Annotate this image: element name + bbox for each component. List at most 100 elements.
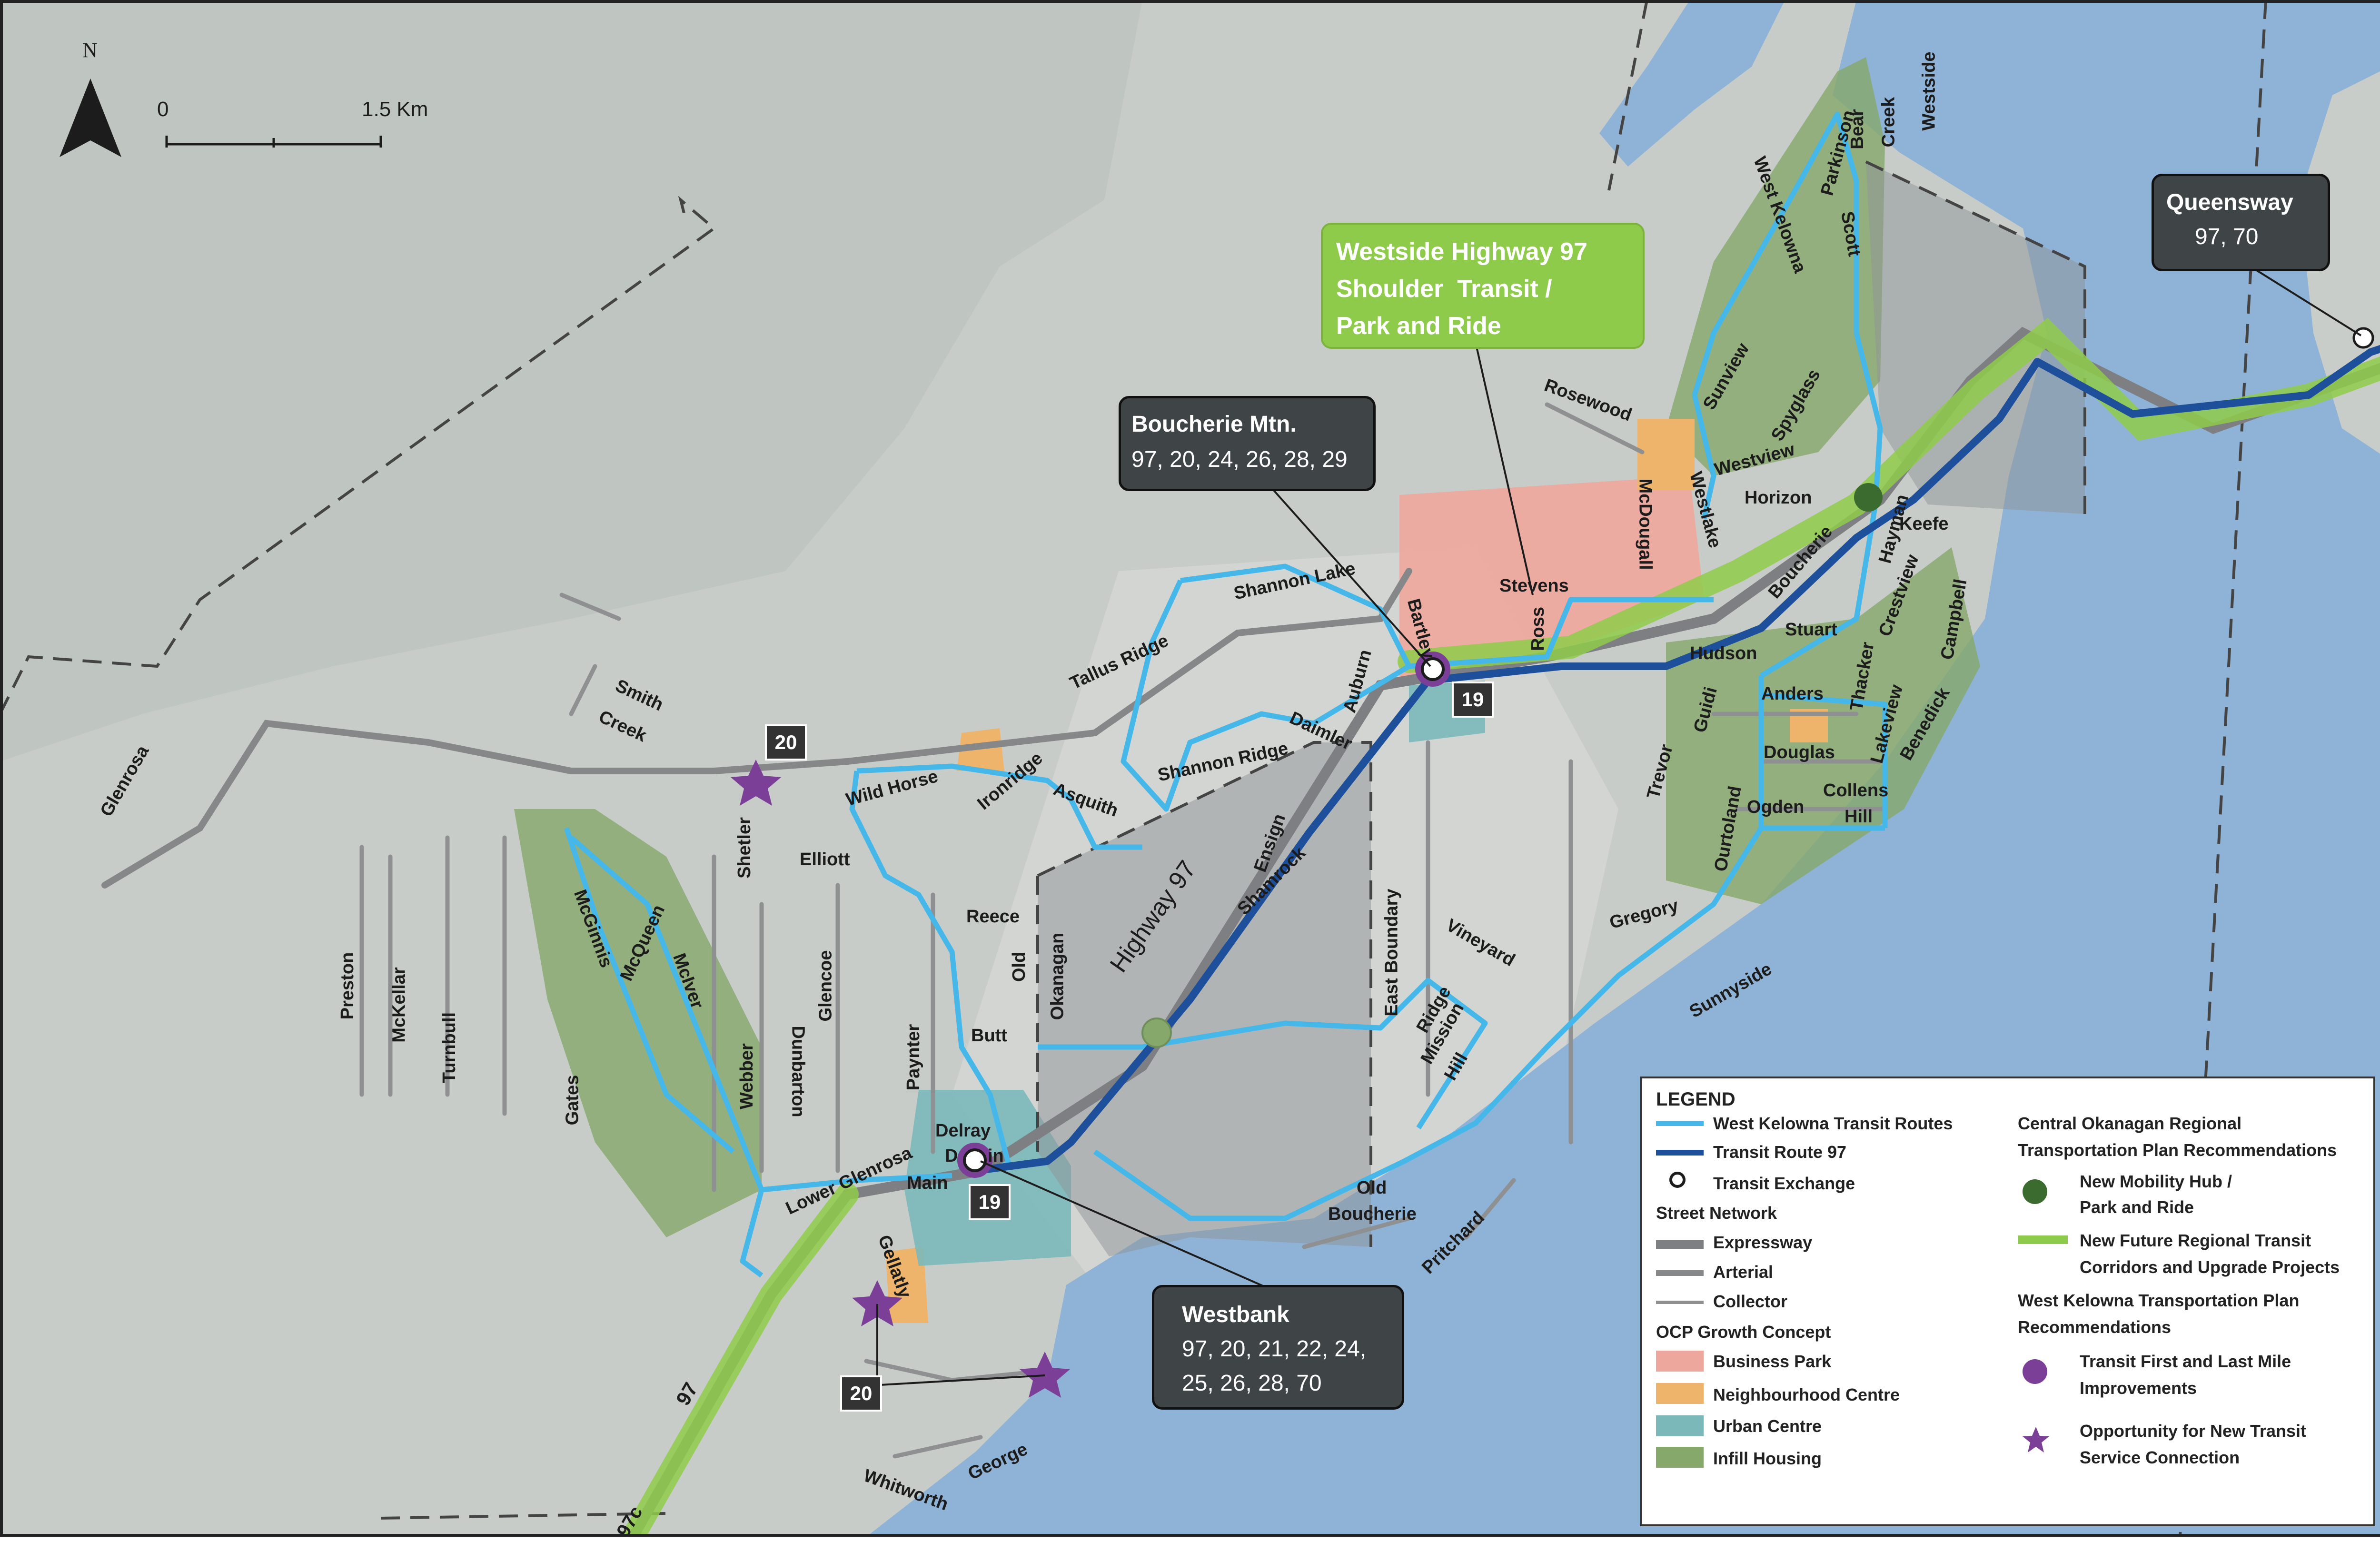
street-westview: Westview bbox=[1712, 439, 1797, 480]
street-stevens: Stevens bbox=[1499, 576, 1569, 596]
legend-wk-plan-2: Recommendations bbox=[2018, 1317, 2172, 1337]
callout-westside[interactable]: Westside Highway 97 Shoulder Transit / P… bbox=[1321, 223, 1645, 349]
new-service-stars bbox=[731, 760, 1070, 1398]
street-boucherie-south: Boucherie bbox=[1328, 1204, 1417, 1224]
legend-swatch-star-icon bbox=[2022, 1426, 2050, 1454]
route-badge-19-westbank[interactable]: 19 bbox=[969, 1184, 1011, 1220]
street-tallus-ridge: Tallus Ridge bbox=[1067, 630, 1172, 694]
street-creek-north: Creek bbox=[1878, 97, 1899, 148]
street-scott: Scott bbox=[1837, 209, 1864, 258]
street-creek-west: Creek bbox=[595, 706, 650, 746]
route-badge-20-shetler[interactable]: 20 bbox=[765, 724, 807, 761]
street-wild-horse: Wild Horse bbox=[843, 766, 941, 810]
street-shannon-ridge: Shannon Ridge bbox=[1156, 738, 1290, 786]
west-boundary bbox=[0, 1142, 667, 1537]
label-highway-97: Highway 97 bbox=[1104, 855, 1202, 978]
street-mckellar: McKellar bbox=[389, 967, 409, 1043]
route-west-loop bbox=[740, 1189, 764, 1278]
scale-line bbox=[165, 136, 382, 148]
legend-regional-2: Corridors and Upgrade Projects bbox=[2080, 1257, 2340, 1277]
north-arrow-shape bbox=[60, 79, 121, 157]
legend-urban-centre: Urban Centre bbox=[1713, 1416, 1822, 1436]
legend-exchange: Transit Exchange bbox=[1713, 1174, 1855, 1193]
street-hill: Hill bbox=[1844, 807, 1873, 827]
transit-route-97 bbox=[975, 345, 2380, 1175]
street-auburn: Auburn bbox=[1339, 647, 1376, 715]
label-h97: 97 bbox=[671, 1378, 702, 1409]
legend-swatch-mobility-hub bbox=[2023, 1179, 2047, 1204]
legend-swatch-infill-housing bbox=[1656, 1447, 1704, 1468]
route-wild-horse bbox=[849, 770, 1012, 1167]
street-stuart: Stuart bbox=[1785, 620, 1837, 640]
street-hill-2: Hill bbox=[1440, 1049, 1472, 1084]
callout-westbank[interactable]: Westbank 97, 20, 21, 22, 24, 25, 26, 28,… bbox=[1152, 1285, 1404, 1410]
street-anders: Anders bbox=[1761, 684, 1824, 704]
street-keefe: Keefe bbox=[1899, 514, 1949, 534]
legend-arterial: Arterial bbox=[1713, 1262, 1774, 1282]
legend-swatch-arterial bbox=[1656, 1270, 1704, 1276]
street-west-kelowna: West Kelowna bbox=[1749, 154, 1810, 276]
street-glenrosa: Glenrosa bbox=[96, 742, 153, 820]
legend-central-okanagan-2: Transportation Plan Recommendations bbox=[2018, 1140, 2337, 1160]
legend-mobility-hub-2: Park and Ride bbox=[2080, 1197, 2194, 1217]
street-rosewood: Rosewood bbox=[1541, 375, 1635, 425]
route-badge-20-south[interactable]: 20 bbox=[840, 1375, 882, 1412]
legend-swatch-collector bbox=[1656, 1301, 1704, 1304]
route-badge-19-boucherie[interactable]: 19 bbox=[1452, 682, 1494, 718]
star-gellatly[interactable] bbox=[852, 1280, 902, 1326]
street-ross: Ross bbox=[1527, 607, 1548, 651]
street-pritchard: Pritchard bbox=[1418, 1207, 1488, 1278]
callout-westbank-routes-2: 25, 26, 28, 70 bbox=[1182, 1371, 1322, 1396]
reserve-lands-north bbox=[1866, 162, 2085, 514]
street-webber: Webber bbox=[736, 1043, 757, 1109]
callout-boucherie-title: Boucherie Mtn. bbox=[1131, 412, 1297, 437]
callout-queensway-title: Queensway bbox=[2166, 190, 2293, 215]
street-crestview: Crestview bbox=[1874, 552, 1923, 639]
legend-route97: Transit Route 97 bbox=[1713, 1142, 1847, 1162]
legend-swatch-regional bbox=[2018, 1235, 2068, 1244]
route-mission-hill bbox=[1038, 978, 1488, 1129]
callout-queensway[interactable]: Queensway 97, 70 bbox=[2152, 174, 2330, 271]
street-dunbarton: Dunbarton bbox=[788, 1026, 808, 1117]
legend-infill-housing: Infill Housing bbox=[1713, 1449, 1822, 1468]
street-campbell: Campbell bbox=[1937, 577, 1971, 662]
street-main: Main bbox=[907, 1173, 948, 1193]
exchange-westbank-inner bbox=[963, 1148, 987, 1172]
street-delray: Delray bbox=[935, 1121, 991, 1141]
street-george: George bbox=[965, 1439, 1031, 1484]
legend-panel: LEGEND West Kelowna Transit Routes Trans… bbox=[1640, 1077, 2375, 1526]
street-lower-glenrosa: Lower Glenrosa bbox=[783, 1143, 915, 1219]
legend-neighbourhood-centre: Neighbourhood Centre bbox=[1713, 1385, 1900, 1404]
mobility-hub-marker[interactable] bbox=[1854, 483, 1883, 512]
street-gellatly: Gellatly bbox=[873, 1232, 915, 1301]
street-shetler: Shetler bbox=[734, 817, 754, 879]
legend-regional-1: New Future Regional Transit bbox=[2080, 1231, 2311, 1250]
north-label: N bbox=[82, 39, 98, 62]
arterial-glenrosa bbox=[101, 720, 851, 889]
legend-first-last-1: Transit First and Last Mile bbox=[2080, 1352, 2291, 1371]
callout-boucherie-mtn[interactable]: Boucherie Mtn. 97, 20, 24, 26, 28, 29 bbox=[1119, 396, 1376, 491]
highway-hub-marker[interactable] bbox=[1141, 1017, 1172, 1048]
neighbourhood-centre-b bbox=[957, 728, 1004, 771]
callout-westbank-routes-1: 97, 20, 21, 22, 24, bbox=[1182, 1336, 1366, 1362]
callout-queensway-routes: 97, 70 bbox=[2195, 224, 2259, 249]
route-asquith bbox=[856, 763, 1142, 850]
neighbourhood-centre-d bbox=[885, 1247, 928, 1323]
star-shetler[interactable] bbox=[731, 760, 781, 806]
street-mciver: McIver bbox=[669, 950, 707, 1012]
callout-westside-line3: Park and Ride bbox=[1336, 312, 1501, 340]
legend-swatch-expressway bbox=[1656, 1240, 1704, 1249]
street-preston: Preston bbox=[337, 952, 358, 1020]
scale-bar bbox=[165, 136, 382, 148]
legend-street-network: Street Network bbox=[1656, 1203, 1777, 1223]
star-george[interactable] bbox=[1020, 1352, 1070, 1398]
street-east-boundary: East Boundary bbox=[1381, 889, 1402, 1017]
street-guidi: Guidi bbox=[1690, 685, 1721, 735]
street-reece: Reece bbox=[966, 907, 1020, 927]
legend-central-okanagan-1: Central Okanagan Regional bbox=[2018, 1114, 2242, 1133]
street-mcginnis: McGinnis bbox=[570, 887, 616, 970]
scale-start: 0 bbox=[157, 98, 169, 121]
legend-swatch-transit-routes bbox=[1656, 1121, 1704, 1126]
route-ogden bbox=[1761, 692, 1888, 831]
street-ironridge: Ironridge bbox=[973, 748, 1047, 814]
